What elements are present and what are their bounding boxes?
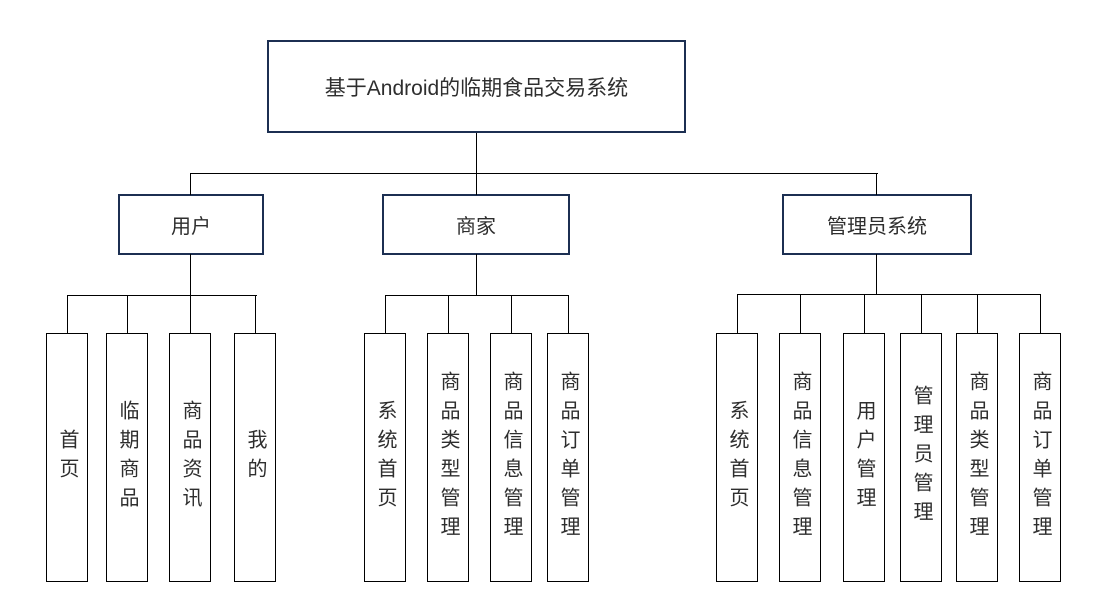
leaf-node-near-expiry-goods: 临期商品	[106, 333, 148, 582]
connector-line	[189, 295, 191, 334]
connector-line	[875, 173, 877, 195]
connector-line	[384, 295, 386, 334]
leaf-node-admin-user-mgmt: 用户管理	[843, 333, 885, 582]
leaf-node-label: 临期商品	[116, 399, 138, 516]
leaf-node-label: 首页	[56, 428, 78, 487]
leaf-node-home: 首页	[46, 333, 88, 582]
leaf-node-admin-goods-order-mgmt: 商品订单管理	[1019, 333, 1061, 582]
root-node-label: 基于Android的临期食品交易系统	[324, 76, 629, 100]
connector-line	[736, 294, 738, 334]
leaf-node-label: 系统首页	[726, 399, 748, 516]
root-node: 基于Android的临期食品交易系统	[267, 40, 686, 133]
leaf-node-admin-goods-type-mgmt: 商品类型管理	[956, 333, 998, 582]
connector-line	[875, 254, 877, 295]
connector-line	[475, 133, 477, 174]
connector-line	[189, 172, 878, 174]
leaf-node-label: 商品订单管理	[557, 370, 579, 545]
leaf-node-goods-news: 商品资讯	[169, 333, 211, 582]
connector-line	[66, 295, 68, 334]
connector-line	[189, 254, 191, 296]
leaf-node-label: 系统首页	[374, 399, 396, 516]
connector-line	[1039, 294, 1041, 334]
connector-line	[567, 295, 569, 334]
branch-node-label: 商家	[456, 216, 496, 238]
leaf-node-label: 商品类型管理	[966, 370, 988, 545]
connector-line	[384, 294, 569, 296]
leaf-node-admin-admin-mgmt: 管理员管理	[900, 333, 942, 582]
connector-line	[799, 294, 801, 334]
leaf-node-label: 商品类型管理	[437, 370, 459, 545]
branch-node-label: 管理员系统	[827, 216, 927, 238]
leaf-node-label: 商品资讯	[179, 399, 201, 516]
connector-line	[920, 294, 922, 334]
leaf-node-label: 我的	[244, 428, 266, 487]
branch-node-label: 用户	[171, 216, 211, 238]
leaf-node-merchant-system-home: 系统首页	[364, 333, 406, 582]
connector-line	[447, 295, 449, 334]
leaf-node-admin-system-home: 系统首页	[716, 333, 758, 582]
connector-line	[66, 294, 257, 296]
connector-line	[475, 254, 477, 296]
branch-node-merchant: 商家	[382, 194, 570, 255]
branch-node-admin-system: 管理员系统	[782, 194, 972, 255]
connector-line	[475, 173, 477, 195]
connector-line	[976, 294, 978, 334]
leaf-node-label: 商品订单管理	[1029, 370, 1051, 545]
leaf-node-merchant-goods-order-mgmt: 商品订单管理	[547, 333, 589, 582]
leaf-node-label: 用户管理	[853, 399, 875, 516]
leaf-node-label: 管理员管理	[910, 385, 932, 530]
leaf-node-label: 商品信息管理	[789, 370, 811, 545]
connector-line	[863, 294, 865, 334]
connector-line	[126, 295, 128, 334]
leaf-node-merchant-goods-type-mgmt: 商品类型管理	[427, 333, 469, 582]
leaf-node-label: 商品信息管理	[500, 370, 522, 545]
leaf-node-admin-goods-info-mgmt: 商品信息管理	[779, 333, 821, 582]
connector-line	[254, 295, 256, 334]
leaf-node-merchant-goods-info-mgmt: 商品信息管理	[490, 333, 532, 582]
connector-line	[189, 173, 191, 195]
leaf-node-mine: 我的	[234, 333, 276, 582]
connector-line	[736, 293, 1041, 295]
connector-line	[510, 295, 512, 334]
branch-node-user: 用户	[118, 194, 264, 255]
